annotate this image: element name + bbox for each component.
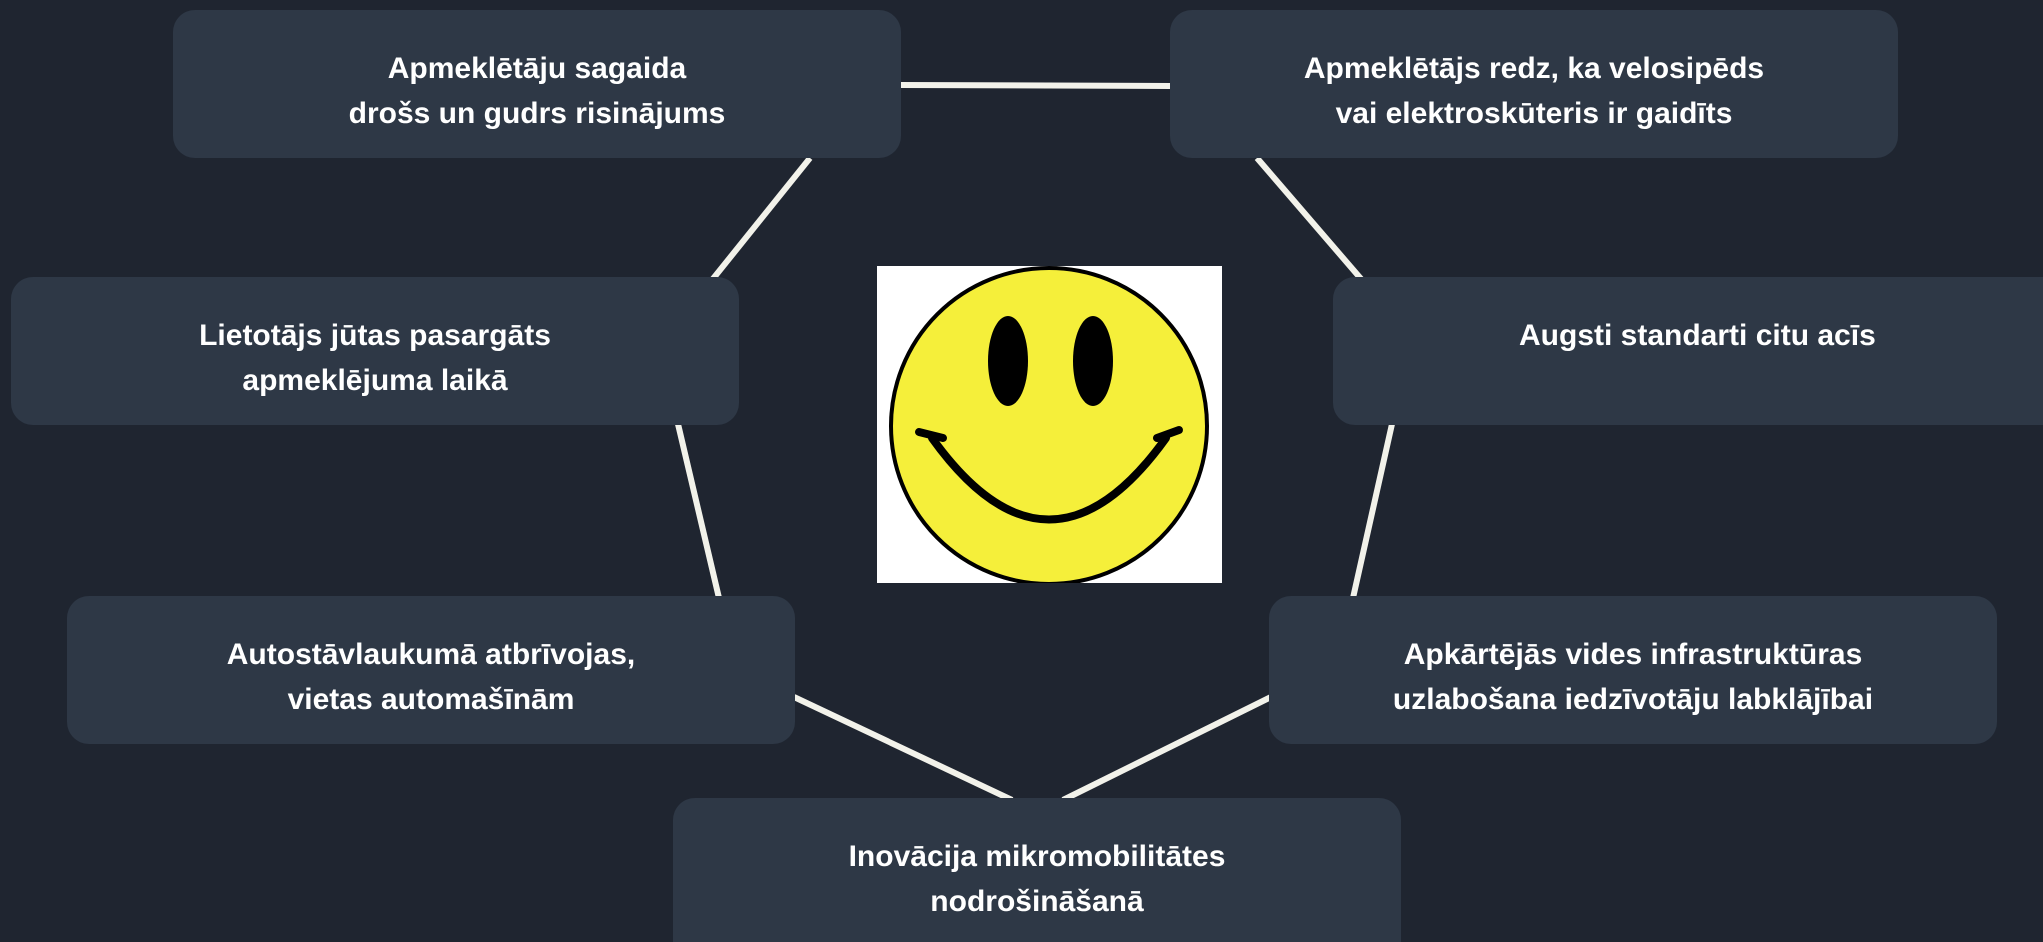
node-mid-right: Augsti standarti citu acīs [1333, 277, 2043, 425]
smiley-left-eye [988, 316, 1028, 406]
connector-lower-left-bottom [792, 694, 1014, 803]
node-lower-left: Autostāvlaukumā atbrīvojas, vietas autom… [67, 596, 795, 744]
node-lower-left-line-1: Autostāvlaukumā atbrīvojas, [226, 638, 636, 671]
node-lower-right-line-1: Apkārtējās vides infrastruktūras [1403, 638, 1863, 671]
connector-top-left-top-right [900, 82, 1171, 89]
node-bottom-line-2: nodrošināšanā [930, 885, 1144, 918]
smiley-left-dimple [915, 428, 947, 442]
smiley-right-dimple [1153, 426, 1183, 442]
connector-top-right-mid-right [1254, 156, 1365, 282]
node-mid-left-line-2: apmeklējuma laikā [242, 364, 508, 397]
node-lower-right: Apkārtējās vides infrastruktūras uzlaboš… [1269, 596, 1997, 744]
node-bottom-line-1: Inovācija mikromobilitātes [848, 840, 1226, 873]
node-top-left-line-1: Apmeklētāju sagaida [387, 52, 687, 85]
node-lower-left-line-2: vietas automašīnām [287, 683, 575, 716]
node-top-right: Apmeklētājs redz, ka velosipēds vai elek… [1170, 10, 1898, 158]
smiley-face-icon [877, 266, 1222, 583]
node-top-right-line-1: Apmeklētājs redz, ka velosipēds [1303, 52, 1765, 85]
connector-mid-right-lower-right [1350, 423, 1395, 599]
node-top-left: Apmeklētāju sagaida drošs un gudrs risin… [173, 10, 901, 158]
smiley-mouth [928, 434, 1170, 524]
node-top-left-line-2: drošs un gudrs risinājums [348, 97, 726, 130]
connector-lower-right-bottom [1061, 694, 1273, 803]
node-mid-left-line-1: Lietotājs jūtas pasargāts [199, 319, 551, 352]
node-mid-right-line-1: Augsti standarti citu acīs [1519, 319, 1876, 352]
connector-top-left-mid-left [709, 156, 813, 282]
node-mid-left: Lietotājs jūtas pasargāts apmeklējuma la… [11, 277, 739, 425]
node-bottom: Inovācija mikromobilitātes nodrošināšanā [673, 798, 1401, 942]
node-top-right-line-2: vai elektroskūteris ir gaidīts [1335, 97, 1733, 130]
smiley-face-svg [889, 266, 1209, 583]
smiley-right-eye [1073, 316, 1113, 406]
connector-mid-left-lower-left [675, 423, 722, 599]
smiley-face-circle [889, 266, 1209, 583]
node-lower-right-line-2: uzlabošana iedzīvotāju labklājībai [1392, 683, 1874, 716]
